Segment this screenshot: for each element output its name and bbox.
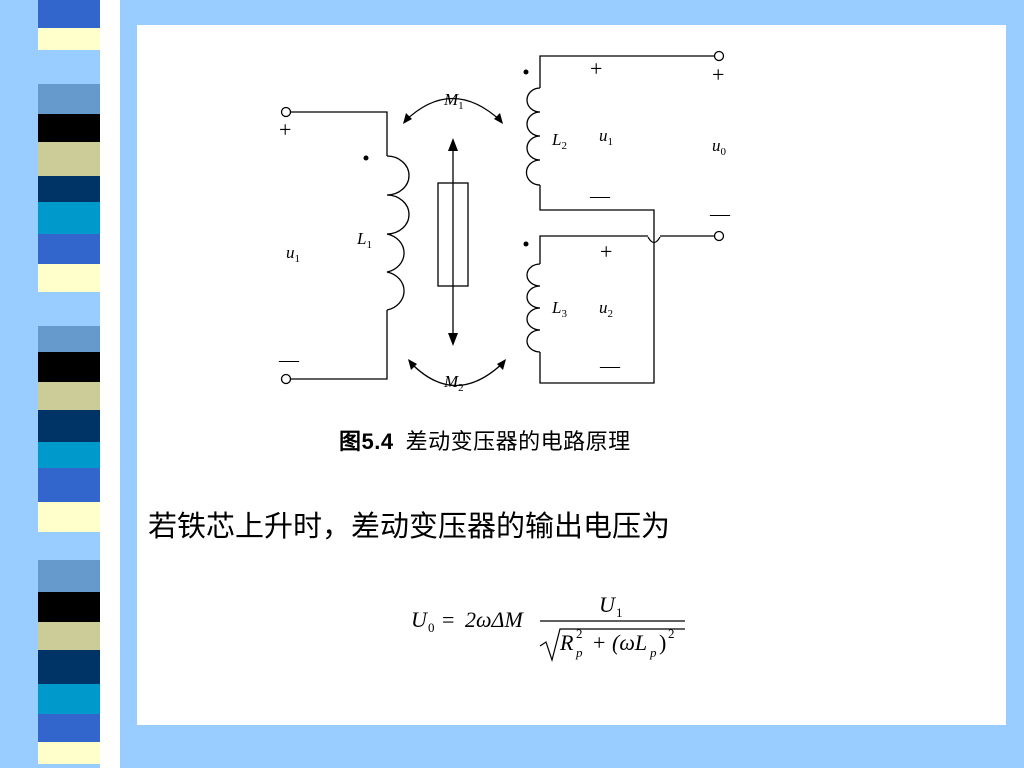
strip-block xyxy=(38,352,100,382)
strip-block xyxy=(38,714,100,742)
label-L1: L1 xyxy=(356,229,372,251)
terminal-output-top xyxy=(713,50,725,62)
strip-block xyxy=(38,234,100,264)
polarity-dot-L1 xyxy=(363,155,369,161)
strip-block xyxy=(38,684,100,714)
strip-block xyxy=(38,622,100,650)
label-u2: u2 xyxy=(599,298,613,320)
label-u1-primary: u1 xyxy=(286,243,300,265)
strip-block xyxy=(38,764,100,768)
primary-wire xyxy=(291,111,388,380)
strip-block xyxy=(38,326,100,352)
strip-block xyxy=(38,292,100,326)
figure-title: 差动变压器的电路原理 xyxy=(405,430,631,455)
formula-den-open: (ωL xyxy=(612,630,647,655)
strip-block xyxy=(38,142,100,176)
sqrt-sign xyxy=(539,628,685,663)
primary-minus: — xyxy=(278,349,300,371)
arrowhead-down xyxy=(448,333,458,346)
secondary-top-minus: — xyxy=(589,185,611,207)
label-u1-secondary: u1 xyxy=(599,126,613,148)
arc-arrowhead-top-left xyxy=(403,113,412,124)
strip-block xyxy=(38,468,100,502)
label-M1: M1 xyxy=(443,90,464,112)
formula-eq: = xyxy=(442,607,454,632)
primary-coil-L1 xyxy=(386,155,410,311)
terminal-primary-bottom xyxy=(280,373,292,385)
output-plus: + xyxy=(712,62,724,87)
formula-den-r-sub: p xyxy=(575,645,583,660)
formula-den-close: ) xyxy=(659,630,666,655)
formula-den-close-sup: 2 xyxy=(668,626,675,641)
formula-numerator: U xyxy=(599,592,617,617)
output-voltage-formula: U 0 = 2ωΔM U 1 R 2 p + (ωL p ) 2 xyxy=(411,592,685,663)
strip-block xyxy=(38,50,100,84)
formula-den-lp-sub: p xyxy=(649,645,657,660)
secondary-top-plus: + xyxy=(590,56,602,81)
secondary-bottom-minus: — xyxy=(599,355,621,377)
mutual-arc-bottom xyxy=(408,360,506,387)
polarity-dot-L3 xyxy=(523,241,529,247)
polarity-dot-L2 xyxy=(523,69,529,75)
slide-panel xyxy=(137,25,1006,725)
figure-number: 图5.4 xyxy=(339,429,394,454)
secondary-top-wire xyxy=(539,55,715,241)
secondary-coil-L2 xyxy=(525,87,541,186)
strip-block xyxy=(38,202,100,234)
secondary-bottom-plus: + xyxy=(600,239,612,264)
arc-arrowhead-top-right xyxy=(494,113,503,124)
strip-block xyxy=(38,592,100,622)
label-u0: u0 xyxy=(712,136,727,158)
strip-block xyxy=(38,560,100,592)
formula-lhs: U xyxy=(411,607,429,632)
label-M2: M2 xyxy=(443,372,464,394)
decorative-strip xyxy=(38,0,120,768)
formula-den-plus: + xyxy=(593,630,605,655)
strip-block xyxy=(38,650,100,684)
label-L2: L2 xyxy=(551,130,567,152)
strip-block xyxy=(38,382,100,410)
strip-block xyxy=(38,28,100,50)
strip-block xyxy=(38,532,100,560)
arrowhead-up xyxy=(448,138,458,151)
arc-arrowhead-bottom-left xyxy=(408,359,417,370)
terminal-output-bottom xyxy=(713,230,725,242)
formula-den-r-sup: 2 xyxy=(576,626,583,641)
strip-block xyxy=(38,114,100,142)
strip-block xyxy=(38,264,100,292)
strip-edge xyxy=(100,0,120,768)
primary-plus: + xyxy=(279,117,291,142)
strip-block xyxy=(38,0,100,28)
secondary-coil-L3 xyxy=(526,263,541,353)
mutual-arc-top xyxy=(403,97,503,123)
secondary-bottom-wire xyxy=(539,235,655,384)
strip-block xyxy=(38,502,100,532)
strip-block xyxy=(38,176,100,202)
strip-block xyxy=(38,84,100,114)
body-text: 若铁芯上升时，差动变压器的输出电压为 xyxy=(148,509,671,543)
formula-numerator-sub: 1 xyxy=(616,605,623,620)
strip-block xyxy=(38,410,100,442)
strip-block xyxy=(38,742,100,764)
formula-den-r: R xyxy=(559,630,574,655)
terminal-primary-top xyxy=(280,106,292,118)
label-L3: L3 xyxy=(551,298,567,320)
output-minus: — xyxy=(709,203,731,225)
arc-arrowhead-bottom-right xyxy=(497,359,506,370)
figure-caption: 图5.4 差动变压器的电路原理 xyxy=(339,424,631,456)
formula-coef: 2ωΔM xyxy=(465,607,524,632)
strip-block xyxy=(38,442,100,468)
formula-lhs-sub: 0 xyxy=(428,620,435,635)
